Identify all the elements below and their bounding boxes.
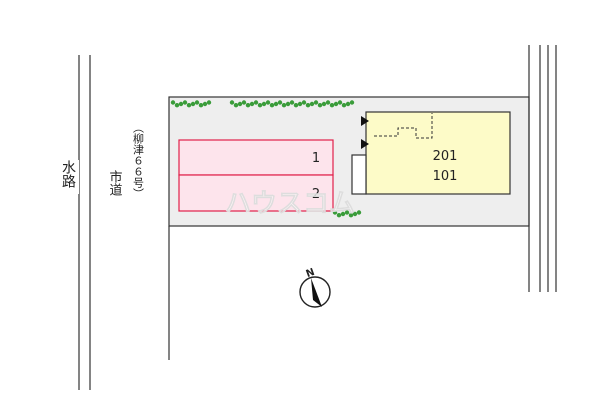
building: 201 101 (351, 111, 511, 195)
shrub-icon (301, 100, 307, 105)
shrub-icon (352, 211, 358, 217)
shrub-icon (332, 210, 338, 215)
hedge (332, 210, 362, 218)
north-label: N (305, 267, 317, 280)
shrub-icon (261, 101, 267, 107)
shrub-icon (293, 103, 299, 108)
waterway-label-bg (55, 160, 79, 194)
shrub-icon (206, 100, 212, 105)
shrub-icon (305, 103, 311, 108)
shrub-icon (356, 210, 362, 215)
road-label: 市道 (107, 169, 123, 196)
shrub-icon (178, 101, 184, 107)
shrub-icon (249, 101, 255, 107)
shrub-icon (336, 213, 342, 218)
parking-area: 1 2 (178, 139, 334, 212)
shrub-icon (285, 101, 291, 107)
shrub-icon (329, 103, 335, 108)
parking-number: 1 (312, 151, 320, 166)
shrub-icon (273, 101, 279, 107)
shrub-icon (233, 103, 239, 108)
shrub-icon (345, 101, 351, 107)
hedge (170, 100, 212, 108)
parking-space-1 (178, 139, 334, 176)
shrub-icon (297, 101, 303, 107)
waterway (78, 55, 91, 390)
shrub-icon (281, 103, 287, 108)
entrance-arrow-icon (361, 116, 369, 126)
shrub-icon (313, 100, 319, 105)
parking-number: 2 (312, 187, 320, 202)
shrub-icon (202, 101, 208, 107)
shrub-icon (344, 210, 350, 215)
shrub-icon (174, 103, 180, 108)
unit-number: 201 (433, 149, 458, 164)
watermark: ハウスコム (225, 189, 355, 219)
entrance (351, 154, 367, 195)
shrub-icon (182, 100, 188, 105)
shrub-icon (186, 103, 192, 108)
shrub-icon (333, 101, 339, 107)
shrub-icon (317, 103, 323, 108)
parking-space-2 (178, 174, 334, 212)
shrub-icon (265, 100, 271, 105)
shrub-icon (309, 101, 315, 107)
shrub-icon (237, 101, 243, 107)
shrub-icon (321, 101, 327, 107)
shrub-icon (170, 100, 176, 105)
unit-number: 101 (433, 169, 458, 184)
stair-outline (374, 113, 433, 139)
shrub-icon (190, 101, 196, 107)
shrub-icon (269, 103, 275, 108)
hedge (229, 100, 355, 108)
shrub-icon (289, 100, 295, 105)
shrub-icon (337, 100, 343, 105)
shrub-icon (325, 100, 331, 105)
shrub-icon (241, 100, 247, 105)
shrub-icon (198, 103, 204, 108)
waterway-label: 水路 (60, 160, 76, 188)
shrub-icon (229, 100, 235, 105)
shrub-icon (340, 211, 346, 217)
shrub-icon (245, 103, 251, 108)
shrub-icon (257, 103, 263, 108)
shrub-icon (194, 100, 200, 105)
shrub-icon (277, 100, 283, 105)
shrub-icon (341, 103, 347, 108)
entrance-arrow-icon (361, 139, 369, 149)
right-road (528, 45, 557, 292)
north-arrow-icon (311, 278, 322, 307)
shrub-icon (349, 100, 355, 105)
north-compass: N (299, 267, 331, 308)
shrub-icon (253, 100, 259, 105)
road-sub-label: （柳津６６号） (132, 122, 145, 199)
shrub-icon (348, 213, 354, 218)
